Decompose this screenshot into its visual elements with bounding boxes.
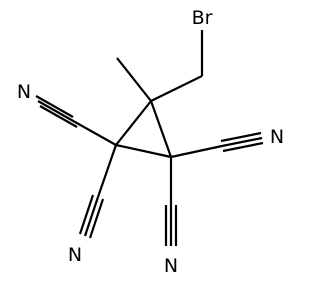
- nitrile-triple-bond-c: [39, 105, 78, 128]
- nitrogen-label-lower-left: N: [68, 244, 82, 266]
- ring-bond-c1-c3: [149, 100, 173, 158]
- ring-bond-c1-c2: [115, 100, 152, 146]
- nitrogen-label-right: N: [270, 126, 284, 148]
- nitrile-triple-bond-a: [220, 131, 262, 143]
- ch2-bond: [150, 75, 203, 102]
- nitrile-triple-bond-a: [78, 194, 95, 235]
- nitrile-triple-bond-c: [88, 198, 105, 239]
- nitrile-single-bond: [96, 144, 118, 198]
- nitrile-group-lower-left: [78, 144, 118, 239]
- ring-bond-c2-c3: [115, 143, 172, 159]
- molecule-structure: Br N N N N: [17, 7, 284, 277]
- cyclopropane-ring: [115, 100, 173, 159]
- nitrile-single-bond: [74, 121, 117, 146]
- nitrile-triple-bond-b: [37, 100, 76, 123]
- nitrile-group-right: [170, 131, 264, 159]
- nitrile-triple-bond-a: [35, 95, 74, 118]
- nitrile-single-bond: [170, 144, 223, 159]
- nitrogen-label-bottom: N: [164, 255, 178, 277]
- nitrile-triple-bond-b: [221, 136, 263, 148]
- methyl-bond: [116, 57, 152, 102]
- nitrile-group-upper-left: [35, 95, 117, 146]
- bromine-label: Br: [192, 7, 213, 29]
- nitrogen-label-upper-left: N: [17, 81, 31, 103]
- nitrile-triple-bond-b: [83, 196, 100, 237]
- nitrile-triple-bond-c: [222, 141, 264, 153]
- nitrile-group-bottom: [164, 157, 178, 246]
